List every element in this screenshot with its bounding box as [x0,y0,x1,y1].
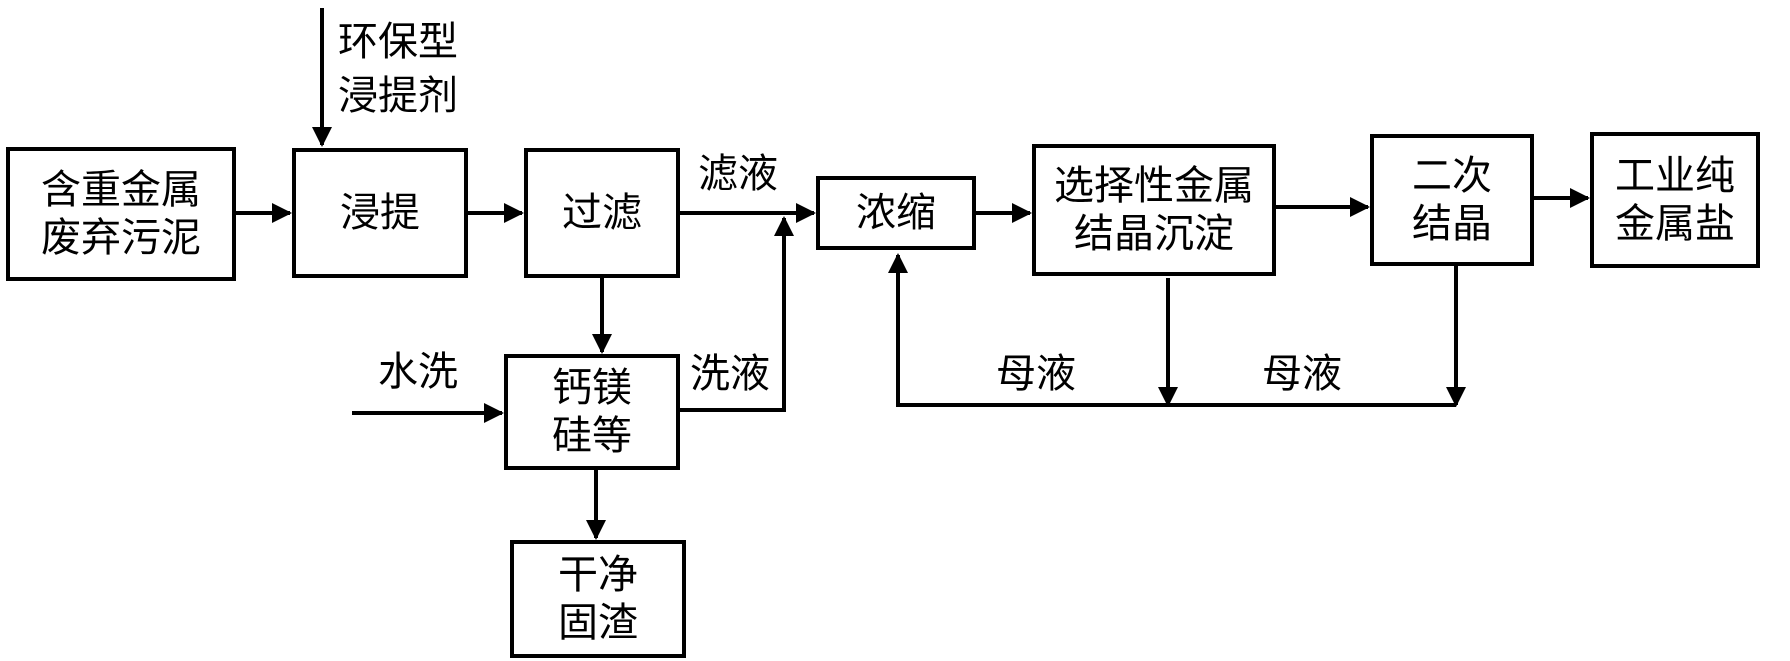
wash-liquid-return [680,216,794,412]
clean-residue-box: 干净固渣 [510,540,686,658]
filtrate-label: 滤液 [698,151,778,197]
concentrate-label: 浓缩 [856,190,936,236]
precipitate-box: 选择性金属结晶沉淀 [1032,144,1276,276]
leach-label: 浸提 [340,190,420,236]
filter-label: 过滤 [562,190,642,236]
product-box: 工业纯金属盐 [1590,132,1760,268]
precipitate-line1: 选择性金属 [1054,163,1254,209]
wash-water-label: 水洗 [378,349,458,395]
filter-box: 过滤 [524,148,680,278]
sludge-line2: 废弃污泥 [41,215,201,261]
concentrate-box: 浓缩 [816,176,976,250]
precipitate-line2: 结晶沉淀 [1074,211,1234,257]
residue-line1: 钙镁 [552,365,632,411]
mother-liquor-label-2: 母液 [1262,351,1342,397]
sludge-line1: 含重金属 [41,167,201,213]
residue-line2: 硅等 [552,413,632,459]
reagent-label-line1: 环保型 [338,19,458,65]
recrystal-box: 二次结晶 [1370,134,1534,266]
recrystal-line2: 结晶 [1412,201,1492,247]
mother-liquor-label-1: 母液 [996,351,1076,397]
product-line2: 金属盐 [1615,201,1735,247]
residue-box: 钙镁硅等 [504,354,680,470]
clean-line2: 固渣 [558,600,638,646]
mother-liquor-return [888,253,1456,407]
wash-liquid-label: 洗液 [690,351,770,397]
clean-line1: 干净 [558,552,638,598]
reagent-label-line2: 浸提剂 [338,73,458,119]
recrystal-line1: 二次 [1412,153,1492,199]
sludge-box: 含重金属废弃污泥 [6,147,236,281]
leach-box: 浸提 [292,148,468,278]
product-line1: 工业纯 [1615,153,1735,199]
